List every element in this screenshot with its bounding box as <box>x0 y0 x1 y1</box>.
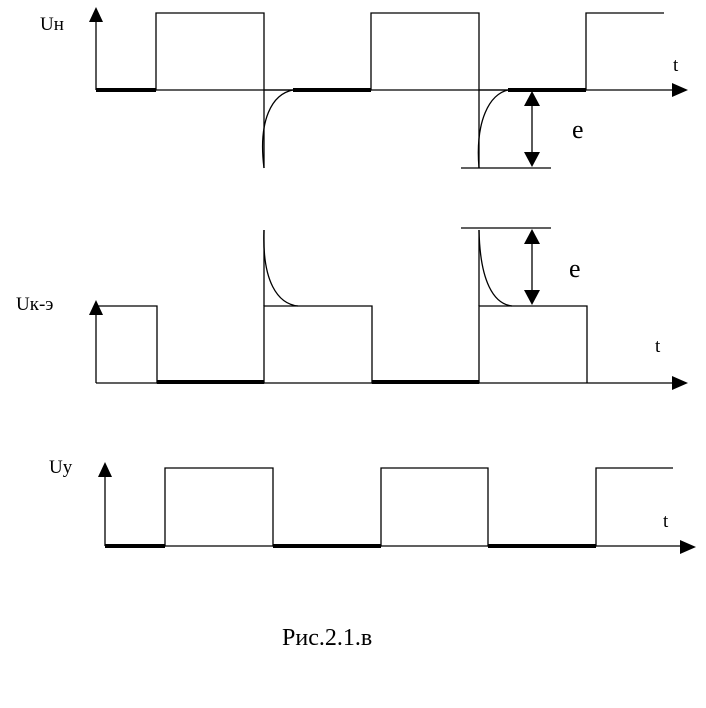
uy-x-axis-arrow <box>680 540 696 554</box>
signal-un: Uн t e <box>40 7 688 169</box>
un-amplitude-arrow-up <box>524 91 540 106</box>
uke-waveform <box>96 305 588 384</box>
figure-caption: Рис.2.1.в <box>282 625 372 651</box>
un-spike-1-decay <box>262 89 294 169</box>
un-amplitude-label: e <box>572 115 584 144</box>
uke-y-axis-arrow <box>89 300 103 315</box>
uke-amplitude-label: e <box>569 254 581 283</box>
un-time-label: t <box>673 55 679 76</box>
uke-spike-2-decay <box>478 229 513 307</box>
uke-amplitude-arrow-up <box>524 229 540 244</box>
signal-uke: Uк-э t e <box>16 227 688 390</box>
uy-axis-label: Uy <box>49 457 73 478</box>
un-axis-label: Uн <box>40 14 64 35</box>
uy-time-label: t <box>663 511 669 532</box>
uy-waveform <box>105 467 673 547</box>
un-x-axis-arrow <box>672 83 688 97</box>
uke-amplitude-arrow-down <box>524 290 540 305</box>
uke-time-label: t <box>655 336 661 357</box>
un-waveform <box>96 12 664 91</box>
uy-y-axis-arrow <box>98 462 112 477</box>
un-spike-2-decay <box>477 89 509 169</box>
uke-axis-label: Uк-э <box>16 294 53 315</box>
uke-x-axis-arrow <box>672 376 688 390</box>
un-amplitude-arrow-down <box>524 152 540 167</box>
uke-spike-1-decay <box>263 229 299 307</box>
signal-uy: Uy t <box>49 457 696 554</box>
un-y-axis-arrow <box>89 7 103 22</box>
